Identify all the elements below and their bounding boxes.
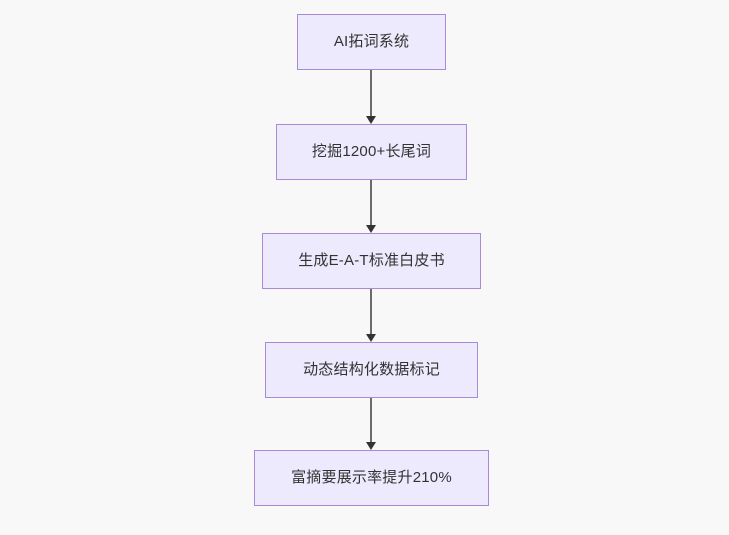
flow-node-4[interactable]: 动态结构化数据标记: [265, 342, 478, 398]
flow-edge-1-2: [370, 70, 372, 116]
flow-node-5-label: 富摘要展示率提升210%: [291, 469, 452, 486]
flow-node-1-label: AI拓词系统: [333, 33, 410, 50]
flow-edge-1-2-arrowhead: [365, 116, 376, 124]
flow-node-2-label: 挖掘1200+长尾词: [311, 143, 432, 160]
flow-node-2[interactable]: 挖掘1200+长尾词: [276, 124, 467, 180]
flow-edge-2-3: [370, 180, 372, 225]
flow-edge-4-5-arrowhead: [365, 442, 376, 450]
flow-node-3-label: 生成E-A-T标准白皮书: [298, 252, 445, 269]
flow-node-3[interactable]: 生成E-A-T标准白皮书: [262, 233, 481, 289]
flow-node-5[interactable]: 富摘要展示率提升210%: [254, 450, 489, 506]
flow-edge-2-3-arrowhead: [365, 225, 376, 233]
flow-edge-3-4-arrowhead: [365, 334, 376, 342]
flow-node-4-label: 动态结构化数据标记: [303, 361, 440, 378]
flow-node-1[interactable]: AI拓词系统: [297, 14, 446, 70]
flow-edge-4-5: [370, 398, 372, 442]
flow-edge-3-4: [370, 289, 372, 334]
